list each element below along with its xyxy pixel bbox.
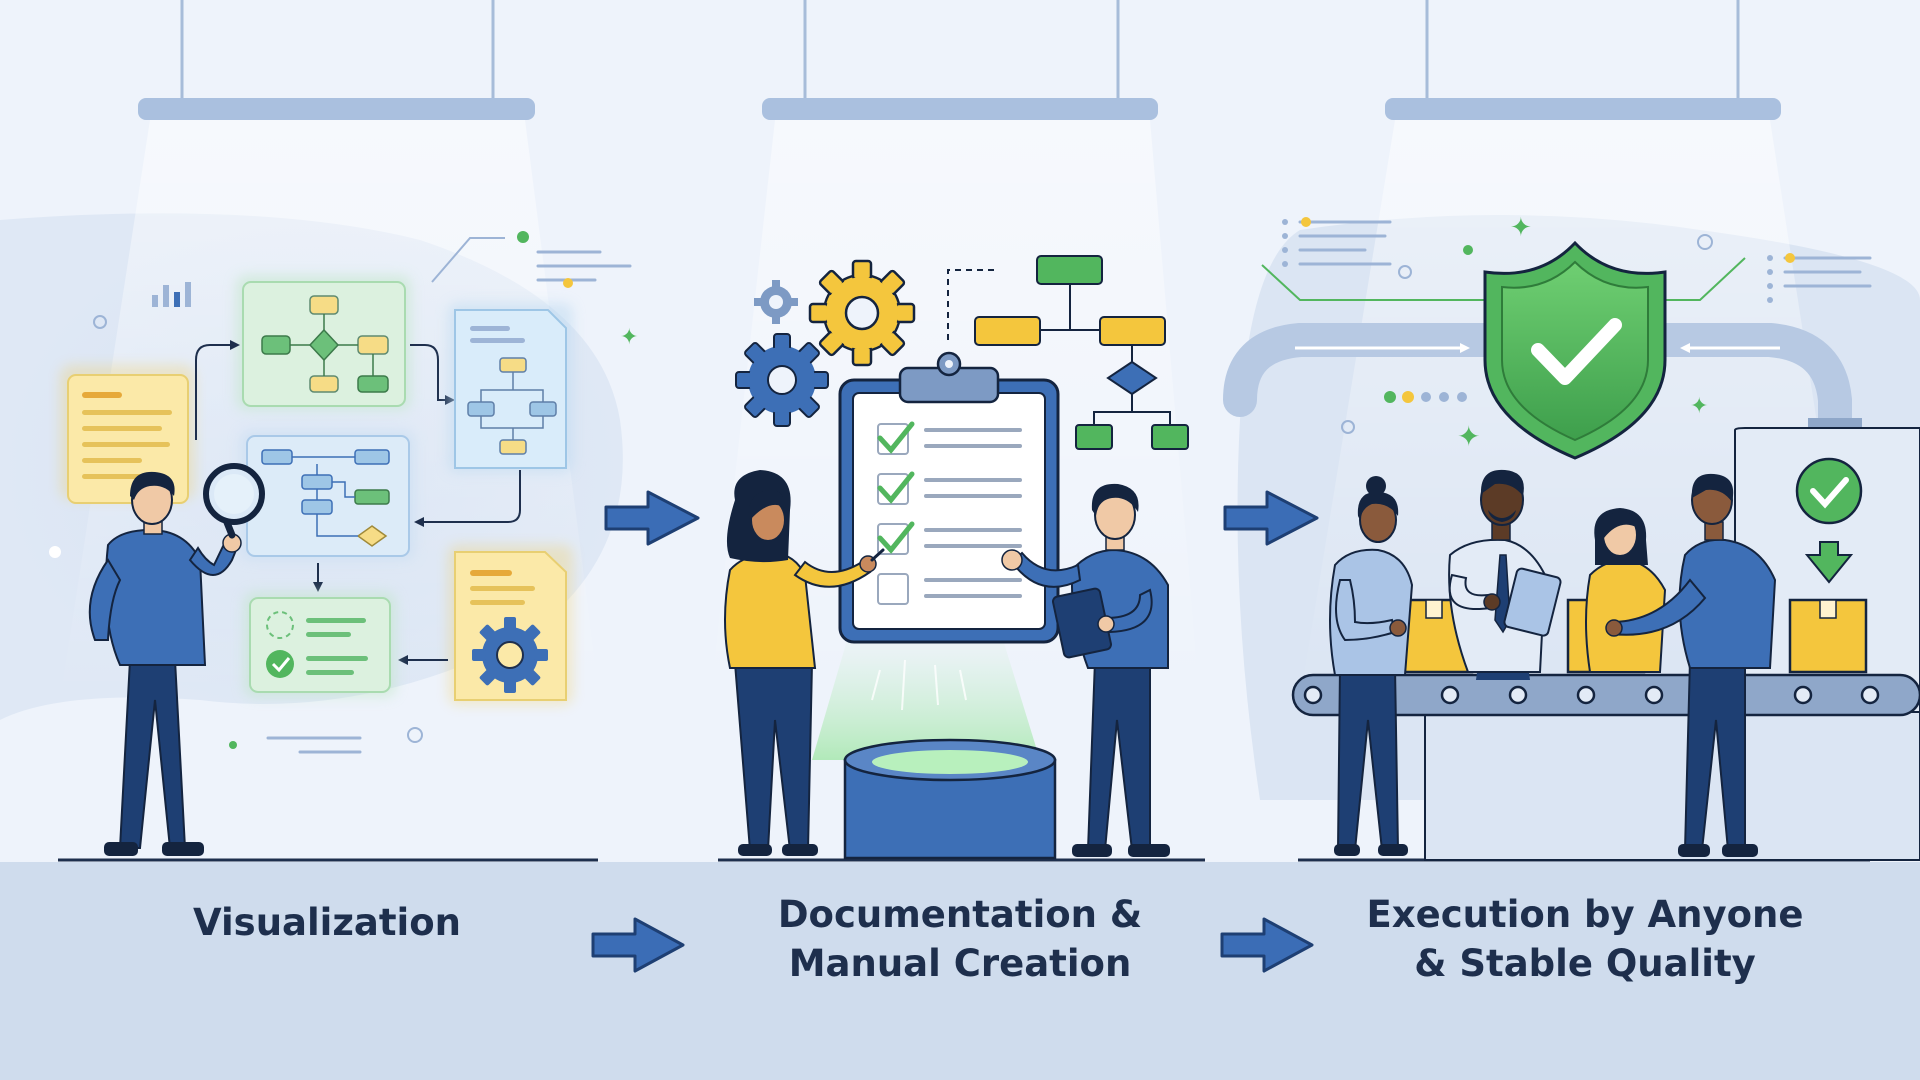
step-label-execution: Execution by Anyone & Stable Quality [1325, 890, 1845, 988]
shield-check-icon [1483, 240, 1667, 460]
arrow-right-icon [1220, 917, 1314, 973]
gear-icon-large [808, 259, 916, 367]
step-label-text: Documentation & Manual Creation [777, 893, 1143, 985]
person-woman-presenter [724, 470, 885, 856]
package-box [1788, 598, 1868, 674]
person-man-tablet [1001, 483, 1170, 857]
panel-documentation [724, 255, 1189, 860]
svg-text:✦: ✦ [1690, 394, 1708, 419]
checklist-item [877, 471, 1022, 505]
step-label-text: Execution by Anyone & Stable Quality [1366, 893, 1804, 985]
svg-text:✦: ✦ [620, 325, 638, 350]
gear-icon-medium [735, 333, 829, 427]
approved-card [244, 592, 396, 697]
conveyor-belt [1291, 673, 1920, 861]
flowchart-card-green [236, 275, 411, 410]
flowchart-card-blue [240, 430, 415, 560]
arrow-right-icon [591, 917, 685, 973]
person-worker-3 [1585, 508, 1667, 673]
magnifier-icon [203, 463, 265, 539]
step-label-documentation: Documentation & Manual Creation [700, 890, 1220, 988]
checklist-item [877, 521, 1022, 555]
gear-icon [472, 617, 548, 693]
step-label-text: Visualization [193, 901, 461, 944]
checklist-item [877, 421, 1022, 455]
gear-icon-small [754, 280, 798, 324]
arrow-right-icon [1223, 490, 1319, 546]
hologram-pedestal [812, 630, 1057, 860]
document-card-blue [448, 303, 573, 473]
document-card-yellow [60, 365, 195, 504]
settings-document-card [448, 545, 573, 705]
clipboard-checklist-icon [838, 351, 1060, 644]
checklist-item [877, 573, 1022, 605]
svg-text:✦: ✦ [1457, 420, 1480, 453]
bar-chart-icon [152, 282, 191, 307]
step-label-visualization: Visualization [67, 898, 587, 947]
flowchart-diagram [947, 255, 1189, 450]
person-worker-1 [1329, 476, 1414, 856]
panel-execution: ✦ ✦ ✦ [1223, 213, 1920, 861]
person-worker-4 [1605, 473, 1777, 857]
svg-text:✦: ✦ [1510, 213, 1532, 243]
arrow-right-icon [604, 490, 700, 546]
floor [0, 862, 1920, 1080]
panel-visualization: ✦ [49, 231, 638, 856]
person-analyst [88, 463, 265, 856]
person-worker-2 [1448, 469, 1562, 680]
